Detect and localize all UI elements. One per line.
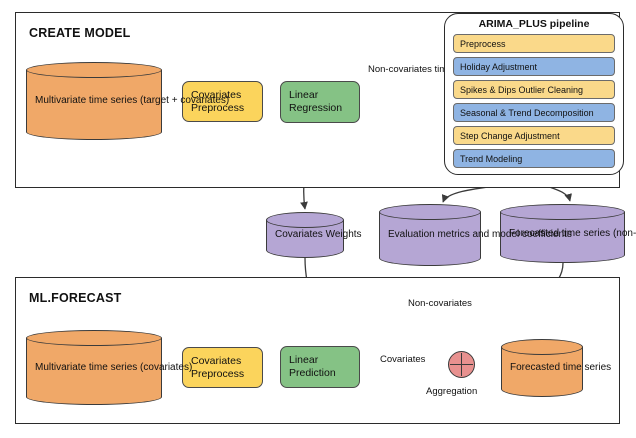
cylinder-label: Multivariate time series (covariates) [35, 361, 192, 374]
cylinder-label-line1: Multivariate time series [35, 361, 138, 373]
cylinder-label-line1: Covariates [275, 228, 323, 240]
cylinder-label-line2: (non-covariates) [612, 227, 636, 239]
cylinder-label-line2: and model [472, 228, 520, 240]
pipeline-title: ARIMA_PLUS pipeline [478, 18, 590, 30]
cylinder-label: Covariates Weights [275, 229, 362, 242]
evaluation-metrics-cylinder: Evaluation metrics and model coefficient… [379, 204, 572, 266]
create-model-source-cylinder: Multivariate time series (target + covar… [26, 62, 229, 140]
step-label: Step Change Adjustment [460, 130, 560, 141]
step-label: Spikes & Dips Outlier Cleaning [460, 84, 584, 95]
aggregation-node[interactable] [448, 351, 475, 378]
cylinder-top [26, 62, 162, 78]
cylinder-top [26, 330, 162, 346]
box-label-line2: Regression [289, 102, 343, 114]
edge-label-covariates: Covariates [380, 354, 426, 365]
cylinder-label: Evaluation metrics and model coefficient… [388, 229, 572, 242]
cylinder-label: Forecasted time series (non-covariates) [509, 227, 636, 240]
cylinder-label-line2: (covariates) [140, 361, 193, 373]
pipeline-step-seasonal-trend-decomposition[interactable]: Seasonal & Trend Decomposition [453, 103, 615, 122]
cylinder-body [26, 70, 162, 132]
pipeline-step-trend-modeling[interactable]: Trend Modeling [453, 149, 615, 168]
box-label-line2: Prediction [289, 367, 336, 379]
pipeline-step-spikes-dips-outlier-cleaning[interactable]: Spikes & Dips Outlier Cleaning [453, 80, 615, 99]
box-label-line2: Preprocess [191, 367, 245, 380]
cylinder-label-line1: Evaluation metrics [388, 228, 470, 240]
box-label-line1: Covariates [191, 354, 242, 367]
ml-forecast-covariates-preprocess-box[interactable]: Covariates Preprocess [182, 347, 263, 388]
pipeline-step-holiday-adjustment[interactable]: Holiday Adjustment [453, 57, 615, 76]
cylinder-label-line1: Forecasted time series [509, 227, 611, 239]
ml-forecast-source-cylinder: Multivariate time series (covariates) [26, 330, 192, 405]
linear-prediction-box[interactable]: Linear Prediction [280, 346, 360, 388]
cylinder-top [501, 339, 583, 355]
linear-regression-box[interactable]: Linear Regression [280, 81, 360, 123]
box-label-line2: Preprocess [191, 101, 245, 114]
cylinder-label-line3: coefficients [521, 228, 572, 240]
cylinder-top [379, 204, 481, 220]
pipeline-step-preprocess[interactable]: Preprocess [453, 34, 615, 53]
cylinder-label: Multivariate time series (target + covar… [35, 95, 229, 108]
box-label-line1: Linear [289, 89, 319, 101]
box-label-line1: Covariates [191, 88, 242, 101]
pipeline-step-step-change-adjustment[interactable]: Step Change Adjustment [453, 126, 615, 145]
create-model-covariates-preprocess-box[interactable]: Covariates Preprocess [182, 81, 263, 122]
create-model-title: CREATE MODEL [29, 26, 131, 40]
step-label: Seasonal & Trend Decomposition [460, 107, 594, 118]
edge-label-non-covariates: Non-covariates [408, 298, 472, 309]
cylinder-label-line1: Forecasted [510, 361, 561, 373]
cylinder-label-line2: Weights [325, 228, 362, 240]
cylinder-top [500, 204, 625, 220]
step-label: Trend Modeling [460, 153, 523, 164]
step-label: Preprocess [460, 38, 506, 49]
edge-label-line1: Non-covariates [368, 64, 432, 75]
ml-forecast-output-cylinder: Forecasted time series [501, 339, 611, 397]
covariates-weights-cylinder: Covariates Weights [266, 212, 362, 258]
cylinder-body [26, 338, 162, 397]
arima-plus-pipeline: ARIMA_PLUS pipeline Preprocess Holiday A… [444, 13, 624, 175]
box-label-line1: Linear [289, 354, 319, 366]
forecasted-non-covariates-cylinder: Forecasted time series (non-covariates) [500, 204, 636, 263]
ml-forecast-title: ML.FORECAST [29, 291, 122, 305]
step-label: Holiday Adjustment [460, 61, 538, 72]
cylinder-top [266, 212, 344, 228]
cylinder-label-line2: (target + covariates) [140, 94, 230, 106]
cylinder-label-line1: Multivariate time series [35, 94, 138, 106]
cylinder-label: Forecasted time series [510, 362, 611, 375]
cylinder-label-line2: time series [562, 361, 612, 373]
aggregation-label: Aggregation [426, 386, 478, 397]
